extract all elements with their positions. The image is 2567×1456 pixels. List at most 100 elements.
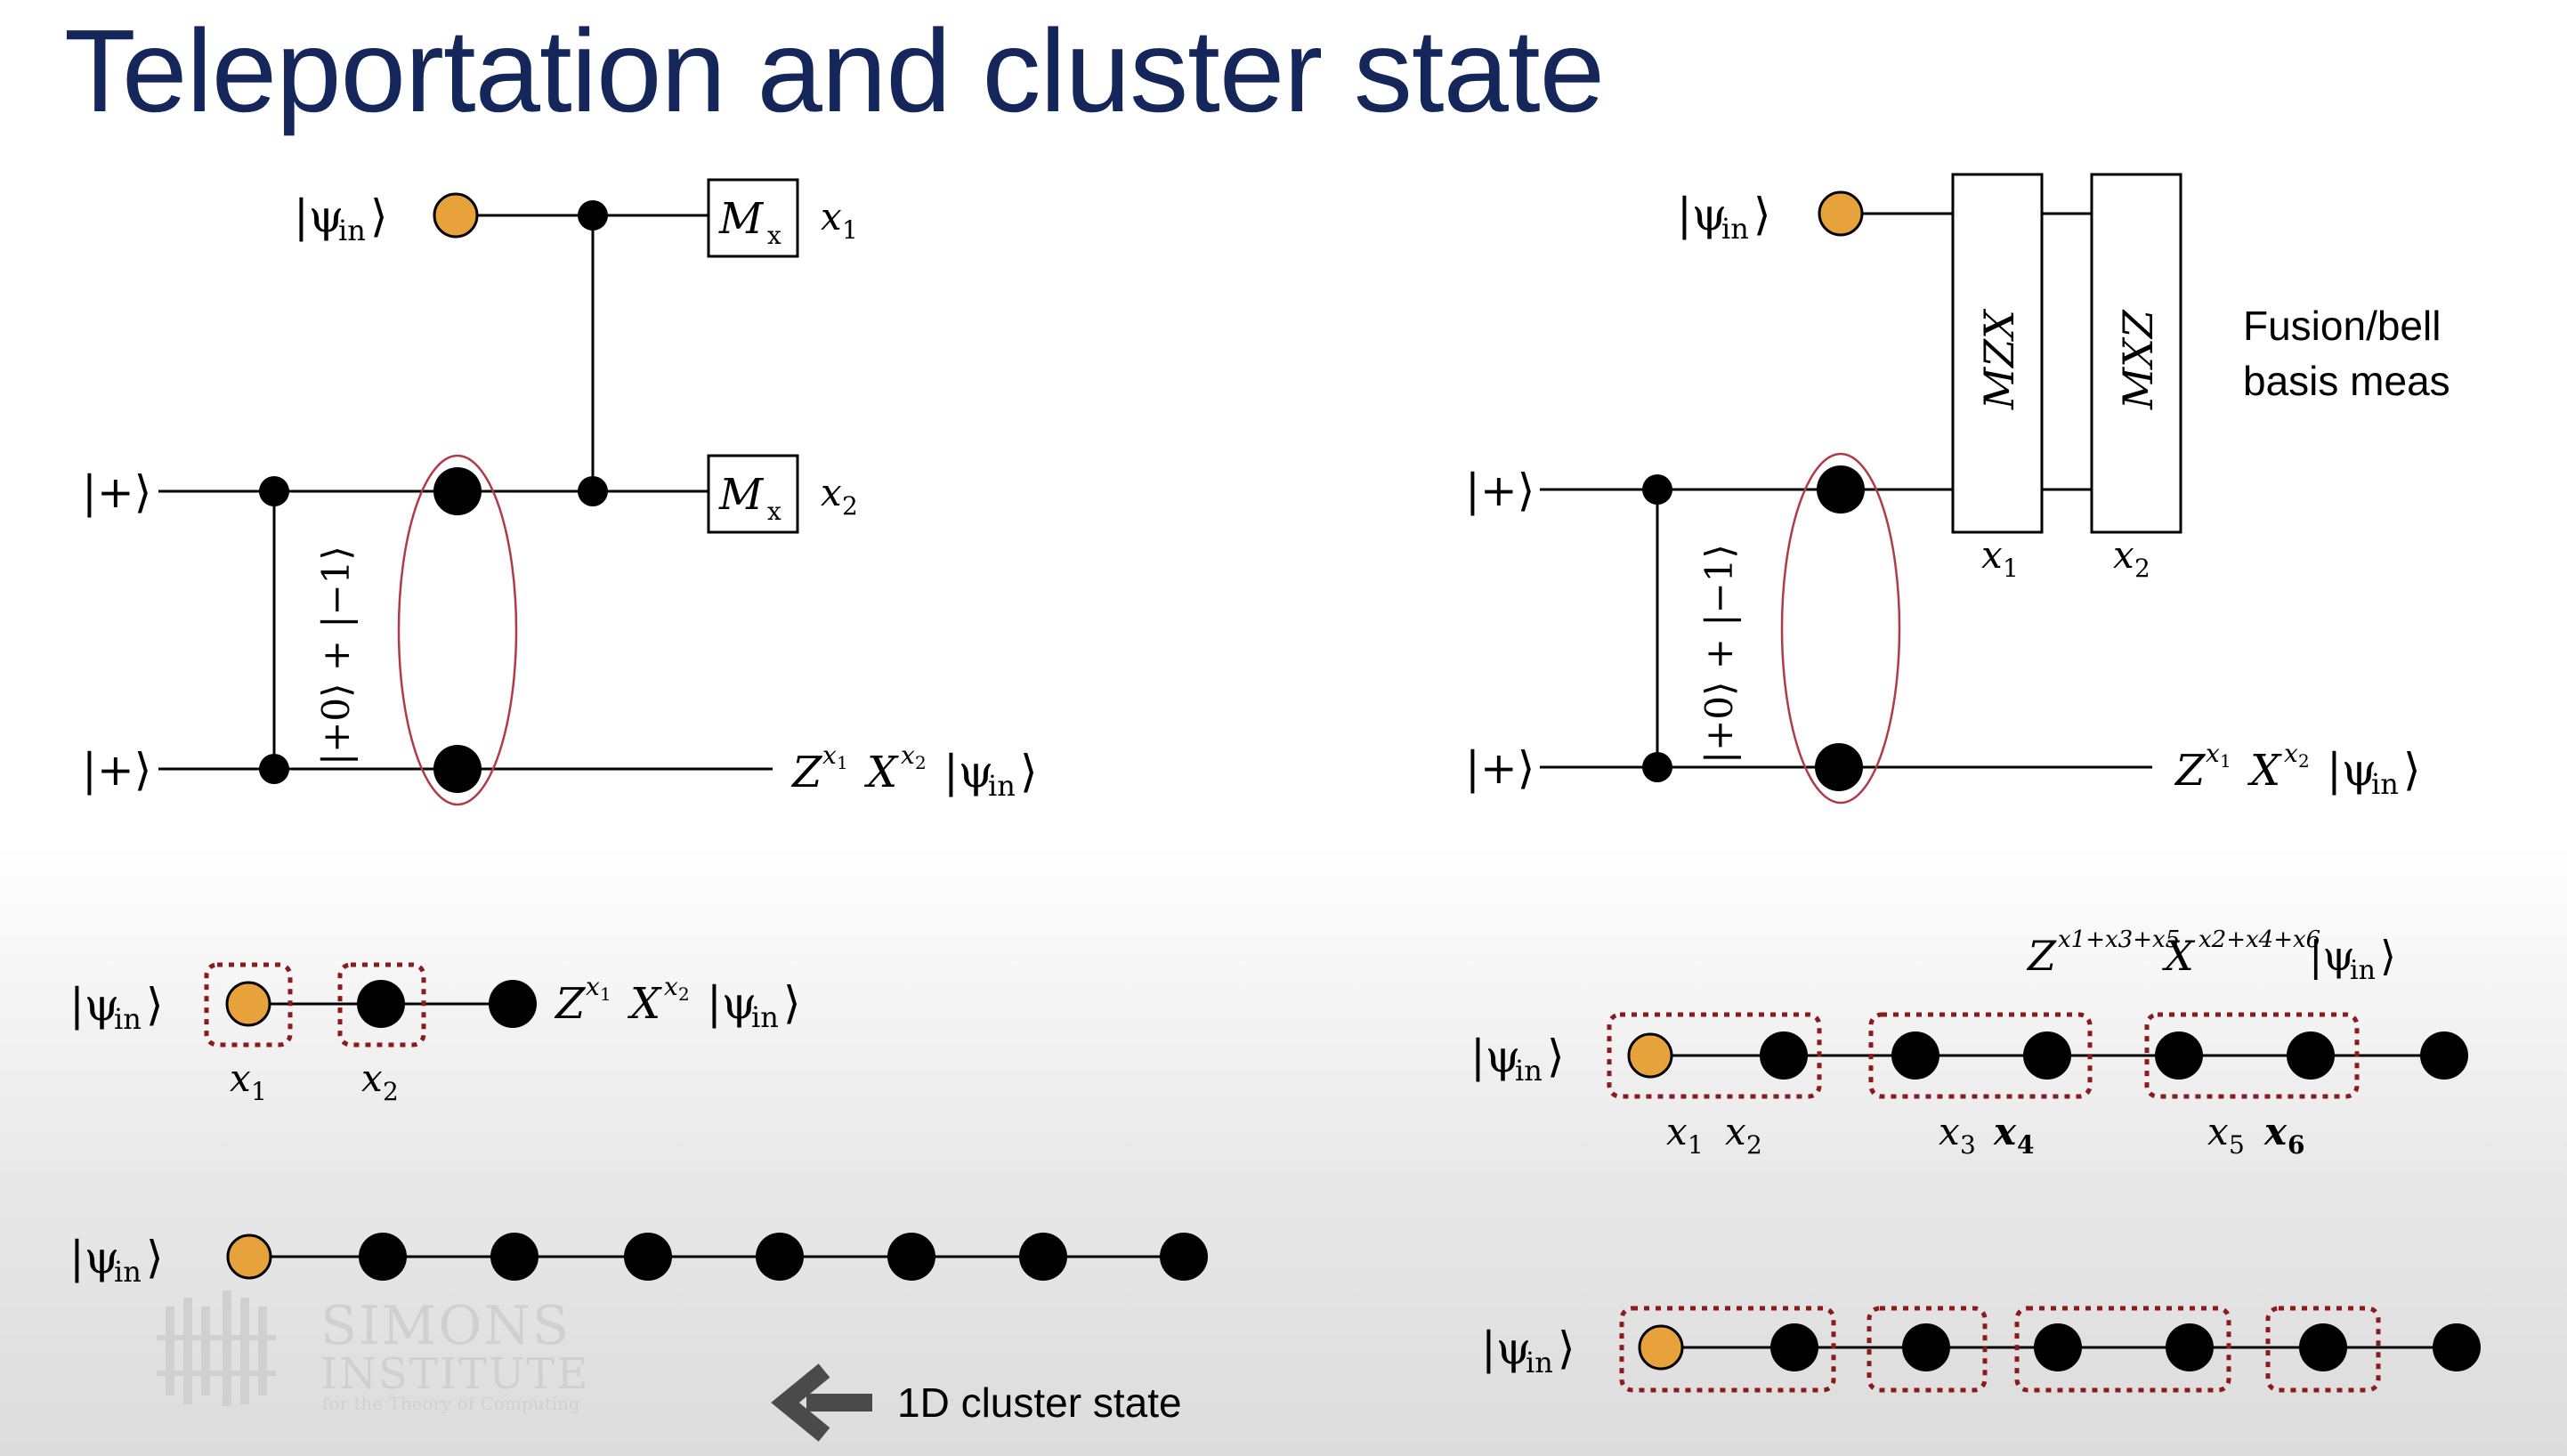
cluster-caption-text: 1D cluster state — [897, 1379, 1182, 1426]
mx-box-2 — [707, 454, 799, 534]
circuit-right: MZX MXZ x 1 x 2 |ψ in ⟩ |+⟩ |+⟩ |+0⟩ + |… — [1465, 173, 2450, 805]
svg-text:6: 6 — [2288, 1130, 2304, 1160]
bell-qubit-b-right — [1815, 743, 1863, 791]
fusion-box-3 — [2144, 1012, 2360, 1099]
outcome-x1: x — [821, 195, 842, 239]
cz-control-dot — [578, 200, 608, 231]
long-chain-qubit — [2155, 1031, 2203, 1080]
fusion-box-1 — [1607, 1012, 1822, 1099]
bell-state-label-right: |+0⟩ + |−1⟩ — [1697, 544, 1741, 764]
cz-dot-upper — [259, 476, 289, 506]
chain-psi-label: |ψ — [69, 979, 119, 1031]
plus-label-lower: |+⟩ — [82, 744, 151, 796]
svg-text:2: 2 — [1746, 1130, 1762, 1160]
cluster-qubit — [1019, 1233, 1067, 1281]
fused-cluster-qubit — [1770, 1323, 1818, 1371]
svg-text:x: x — [1725, 1110, 1746, 1153]
svg-text:⟩: ⟩ — [1020, 746, 1038, 797]
psi-in-label-right: |ψ — [1677, 189, 1727, 240]
fusion-box-2 — [1868, 1012, 2093, 1099]
svg-text:X: X — [2247, 746, 2282, 796]
mx-sub-2: x — [767, 497, 781, 526]
svg-text:in: in — [1515, 1054, 1543, 1088]
svg-text:5: 5 — [2229, 1130, 2245, 1160]
fusion-outcome-labels: x 1 x 2 x 3 x 4 x 5 x 6 — [1666, 1110, 2304, 1160]
svg-text:Z: Z — [2026, 932, 2057, 980]
logo-line3: for the Theory of Computing — [322, 1393, 580, 1414]
svg-text:x: x — [2263, 1110, 2288, 1153]
cluster-caption: 1D cluster state — [771, 1363, 1182, 1442]
svg-text:|ψ: |ψ — [2309, 932, 2355, 980]
bell-qubit-a-right — [1817, 465, 1865, 514]
svg-text:X: X — [627, 979, 662, 1029]
long-chain-qubit — [2287, 1031, 2335, 1080]
mxz-box — [2090, 173, 2182, 534]
fusion-label-line2: basis meas — [2243, 358, 2450, 404]
fused-cluster-input — [1638, 1324, 1684, 1371]
mx-label-1: M — [718, 194, 765, 244]
cz-target-dot — [578, 476, 608, 506]
cluster-qubit — [1160, 1233, 1208, 1281]
cluster-input-qubit — [226, 1234, 272, 1280]
plus-label-upper: |+⟩ — [82, 466, 151, 518]
svg-text:x: x — [586, 972, 600, 1001]
fusion-label-line1: Fusion/bell — [2243, 303, 2441, 349]
bell-pair-ellipse-right — [1780, 452, 1901, 805]
svg-text:1: 1 — [1688, 1130, 1704, 1160]
cluster-qubit — [756, 1233, 804, 1281]
logo-line2: INSTITUTE — [320, 1349, 589, 1399]
svg-text:2: 2 — [2134, 554, 2150, 583]
long-chain-output: Z x1+x3+x5 X x2+x4+x6 |ψ in ⟩ — [2026, 926, 2396, 986]
svg-text:|ψ: |ψ — [707, 977, 757, 1029]
teleported-output: Z x 1 X x 2 |ψ in ⟩ — [790, 740, 1038, 803]
svg-text:in: in — [338, 214, 366, 247]
long-chain-qubit — [1760, 1031, 1808, 1080]
svg-text:1: 1 — [2220, 750, 2231, 772]
svg-text:Z: Z — [790, 748, 823, 797]
svg-text:1: 1 — [842, 215, 858, 245]
mx-box-1 — [707, 178, 799, 258]
svg-text:⟩: ⟩ — [2380, 932, 2396, 980]
mzx-box — [1951, 173, 2044, 534]
cluster-chain-left: |ψ in ⟩ — [69, 1232, 1208, 1289]
long-chain-qubit — [2420, 1031, 2468, 1080]
outcome-x2-right: x — [2113, 533, 2134, 577]
cz-dot-upper-right — [1642, 474, 1672, 505]
svg-text:in: in — [988, 769, 1016, 803]
long-chain-qubit — [1891, 1031, 1939, 1080]
svg-text:in: in — [114, 1255, 142, 1289]
cz-dot-lower-right — [1642, 752, 1672, 782]
input-qubit — [433, 192, 479, 239]
fused-cluster-qubit — [2299, 1323, 2347, 1371]
svg-text:x: x — [1993, 1110, 2017, 1153]
input-qubit-right — [1818, 190, 1864, 237]
teleported-output-right: Z x 1 X x 2 |ψ in ⟩ — [2174, 739, 2421, 801]
svg-text:in: in — [114, 1002, 142, 1036]
simons-institute-logo: SIMONS INSTITUTE for the Theory of Compu… — [157, 1290, 589, 1414]
svg-text:x1+x3+x5: x1+x3+x5 — [2058, 926, 2180, 953]
psi-in-label: |ψ — [294, 190, 344, 242]
plus-label-upper-right: |+⟩ — [1465, 465, 1535, 516]
svg-text:2: 2 — [383, 1077, 399, 1106]
svg-text:2: 2 — [915, 752, 927, 773]
svg-text:2: 2 — [842, 491, 858, 521]
svg-text:x: x — [2284, 739, 2298, 768]
chain-output: Z x 1 X x 2 |ψ in ⟩ — [554, 972, 801, 1034]
circuit-left: M x M x x 1 x 2 |ψ in ⟩ |+⟩ |+⟩ |+0⟩ + |… — [82, 178, 1038, 806]
bell-qubit-a — [433, 467, 482, 515]
bell-qubit-b — [433, 745, 482, 793]
svg-text:|ψ: |ψ — [943, 746, 993, 797]
svg-text:2: 2 — [678, 983, 690, 1005]
svg-text:⟩: ⟩ — [146, 1232, 164, 1283]
svg-text:x: x — [1939, 1110, 1960, 1153]
svg-text:x: x — [822, 740, 837, 770]
long-chain-qubit — [2023, 1031, 2071, 1080]
cluster-qubit — [490, 1233, 539, 1281]
svg-text:in: in — [2350, 955, 2376, 986]
bell-pair-ellipse — [397, 454, 518, 806]
long-chain-right: Z x1+x3+x5 X x2+x4+x6 |ψ in ⟩ |ψ in ⟩ x … — [1470, 926, 2468, 1160]
plus-label-lower-right: |+⟩ — [1465, 742, 1535, 794]
measure-box-x1 — [204, 962, 293, 1048]
svg-text:X: X — [863, 748, 899, 797]
